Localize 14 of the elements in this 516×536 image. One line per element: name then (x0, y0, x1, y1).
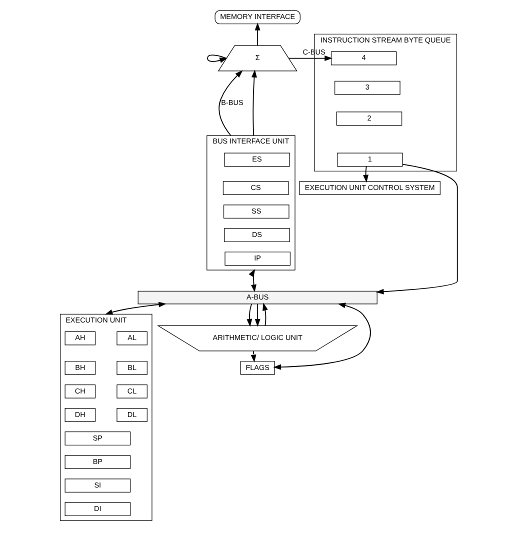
arrow (362, 166, 368, 183)
arrow (206, 54, 228, 63)
arrow (262, 302, 268, 326)
arrow (288, 56, 332, 62)
arrow (254, 22, 260, 46)
arrow (246, 304, 252, 327)
arrow (375, 164, 458, 294)
arrow (218, 70, 242, 136)
arrow (272, 302, 371, 370)
arrow (248, 268, 256, 292)
arrow (251, 70, 256, 136)
arrow (250, 350, 256, 363)
arrow (254, 304, 260, 327)
arrow (104, 302, 166, 315)
